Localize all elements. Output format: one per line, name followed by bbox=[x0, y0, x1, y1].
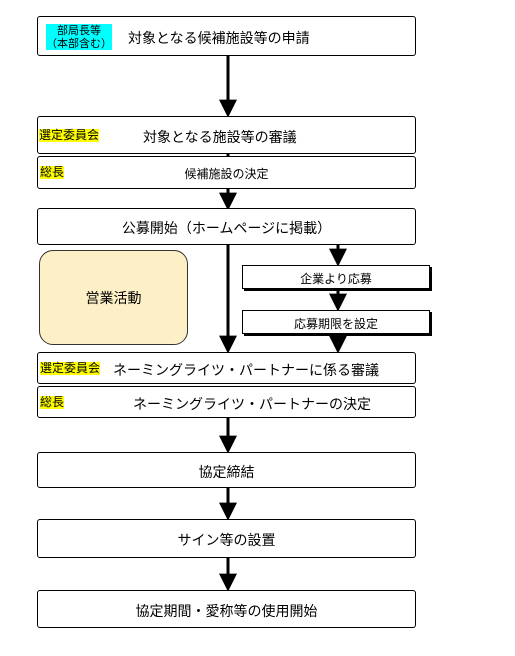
role-dept-heads-line1: 部局長等 bbox=[57, 24, 101, 37]
step-decide-candidates: 総長 候補施設の決定 bbox=[37, 156, 416, 189]
step-decide-partner-text: ネーミングライツ・パートナーの決定 bbox=[133, 397, 371, 413]
role-committee-2: 選定委員会 bbox=[40, 361, 101, 375]
step-company-applies-text: 企業より応募 bbox=[300, 272, 372, 286]
step-review-partner: 選定委員会 ネーミングライツ・パートナーに係る審議 bbox=[37, 352, 416, 384]
role-president-2: 総長 bbox=[40, 395, 65, 409]
role-dept-heads: 部局長等 （本部含む） bbox=[46, 24, 112, 50]
step-start-recruitment-text: 公募開始（ホームページに掲載） bbox=[121, 221, 332, 237]
step-install-signage: サイン等の設置 bbox=[37, 519, 416, 558]
role-committee: 選定委員会 bbox=[39, 128, 100, 142]
step-start-usage-text: 協定期間・愛称等の使用開始 bbox=[135, 604, 318, 620]
step-sign-agreement: 協定締結 bbox=[37, 452, 416, 488]
step-review-facilities: 選定委員会 対象となる施設等の審議 bbox=[37, 116, 416, 154]
sales-activity-box: 営業活動 bbox=[39, 250, 188, 345]
step-application-text: 対象となる候補施設等の申請 bbox=[128, 31, 310, 47]
step-install-signage-text: サイン等の設置 bbox=[177, 533, 276, 549]
step-sign-agreement-text: 協定締結 bbox=[198, 465, 255, 481]
step-application: 部局長等 （本部含む） 対象となる候補施設等の申請 bbox=[37, 16, 416, 56]
step-company-applies: 企業より応募 bbox=[242, 265, 430, 289]
step-start-recruitment: 公募開始（ホームページに掲載） bbox=[37, 208, 416, 245]
sales-activity-text: 営業活動 bbox=[85, 291, 142, 307]
step-review-facilities-text: 対象となる施設等の審議 bbox=[143, 130, 297, 146]
step-decide-partner: 総長 ネーミングライツ・パートナーの決定 bbox=[37, 386, 416, 418]
role-president: 総長 bbox=[40, 165, 65, 179]
step-set-deadline-text: 応募期限を設定 bbox=[293, 317, 378, 331]
step-set-deadline: 応募期限を設定 bbox=[242, 310, 430, 334]
step-review-partner-text: ネーミングライツ・パートナーに係る審議 bbox=[113, 363, 379, 379]
step-decide-candidates-text: 候補施設の決定 bbox=[184, 167, 269, 181]
role-dept-heads-line2: （本部含む） bbox=[46, 37, 112, 50]
step-start-usage: 協定期間・愛称等の使用開始 bbox=[37, 590, 416, 628]
